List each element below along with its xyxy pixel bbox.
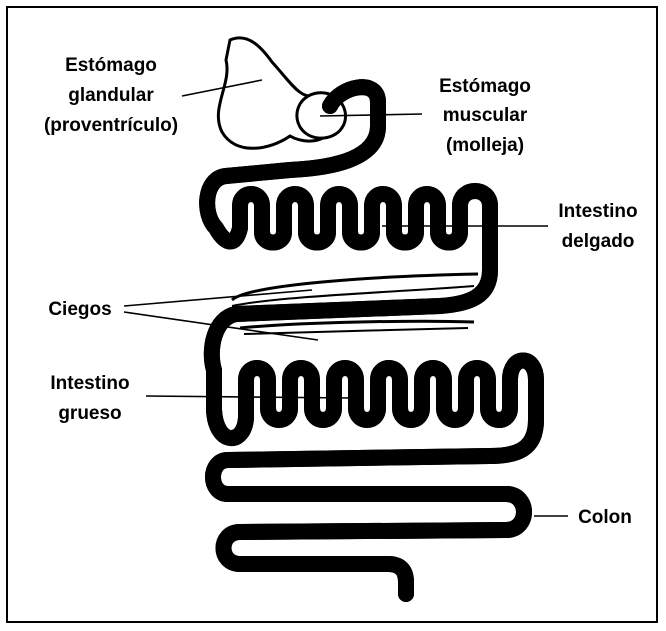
label-gizzard-line-3: (molleja) — [446, 135, 524, 156]
label-gizzard-line-1: Estómago — [439, 76, 531, 97]
label-small-intestine-line-1: Intestino — [558, 201, 637, 222]
label-colon: Colon — [578, 507, 632, 528]
leader-ceca-upper — [124, 290, 312, 306]
label-large-intestine-line-1: Intestino — [50, 373, 129, 394]
label-glandular-stomach-line-1: Estómago — [65, 55, 157, 76]
label-gizzard: Estómago muscular (molleja) — [439, 76, 531, 156]
label-glandular-stomach: Estómago glandular (proventrículo) — [44, 55, 178, 136]
label-gizzard-line-2: muscular — [443, 105, 528, 126]
intestinal-tube — [207, 87, 536, 594]
label-glandular-stomach-line-2: glandular — [68, 85, 154, 106]
label-colon-line-1: Colon — [578, 507, 632, 528]
label-large-intestine: Intestino grueso — [50, 373, 129, 424]
leader-large-intestine — [146, 396, 352, 398]
label-ceca: Ciegos — [48, 299, 111, 320]
label-large-intestine-line-2: grueso — [58, 403, 121, 424]
label-small-intestine: Intestino delgado — [558, 201, 637, 252]
label-glandular-stomach-line-3: (proventrículo) — [44, 115, 178, 136]
label-small-intestine-line-2: delgado — [562, 231, 635, 252]
label-ceca-line-1: Ciegos — [48, 299, 111, 320]
